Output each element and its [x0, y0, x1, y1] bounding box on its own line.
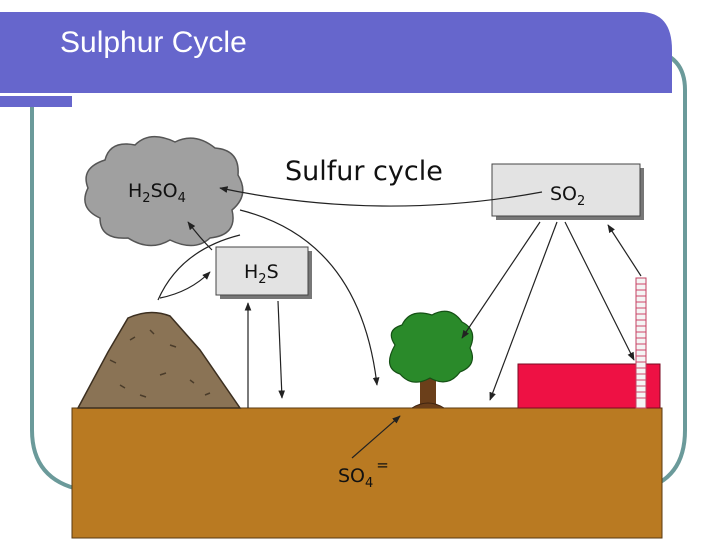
arrow-so2-to-h2so4 [219, 186, 543, 207]
arrow-air-to-soil [239, 209, 380, 386]
diagram-heading: Sulfur cycle [285, 156, 443, 187]
h2so4-label: H2SO4 [128, 180, 186, 206]
arrow-h2s-to-h2so4 [187, 221, 213, 251]
frame-border [30, 48, 687, 492]
chimney-stripes [636, 283, 646, 399]
arrow-h2s-to-soil [277, 300, 286, 399]
h2s-label: H2S [244, 261, 279, 287]
title-banner-tab [0, 96, 72, 107]
arrow-volcano-to-h2s [159, 271, 211, 299]
arrow-so4-to-tree [351, 415, 401, 459]
so2-box [491, 163, 641, 217]
cloud-icon [84, 136, 244, 247]
so2-label: SO2 [550, 183, 585, 209]
arrow-so2-to-ground [489, 221, 558, 401]
arrow-so2-to-factory [564, 221, 635, 361]
arrow-cloud-to-ground [157, 234, 241, 301]
title-banner [0, 12, 672, 93]
chimney-icon [635, 277, 647, 409]
so4-label: SO4= [338, 456, 389, 491]
soil-layer [71, 407, 663, 539]
page-title: Sulphur Cycle [60, 26, 247, 59]
volcano-texture [109, 329, 211, 398]
h2s-box [215, 246, 309, 296]
volcano-icon [76, 311, 242, 409]
arrow-so2-to-tree [461, 221, 541, 339]
arrow-chimney-to-so2 [607, 224, 642, 277]
tree-icon [389, 310, 474, 383]
tree-roots [411, 402, 445, 409]
